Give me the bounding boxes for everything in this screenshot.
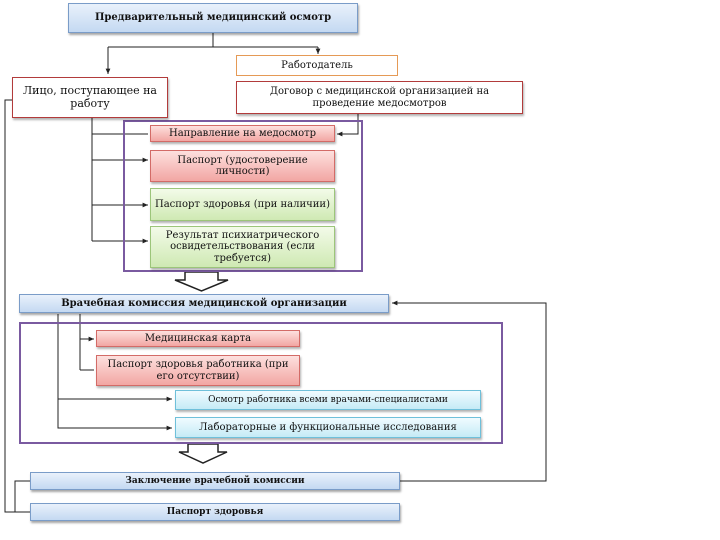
contract-text: Договор с медицинской организацией на пр… bbox=[269, 86, 490, 109]
employer-text: Работодатель bbox=[281, 59, 353, 71]
commission-text: Врачебная комиссия медицинской организац… bbox=[61, 297, 347, 309]
preliminary-exam-text: Предварительный медицинский осмотр bbox=[94, 12, 332, 24]
documents-frame bbox=[123, 120, 363, 272]
exam-frame bbox=[19, 322, 503, 444]
psych-result-box: Результат психиатрического освидетельств… bbox=[150, 226, 335, 268]
passport-box: Паспорт (удостоверение личности) bbox=[150, 150, 335, 182]
commission-box: Врачебная комиссия медицинской организац… bbox=[19, 294, 389, 313]
specialists-exam-text: Осмотр работника всеми врачами-специалис… bbox=[208, 394, 448, 405]
health-passport-if-any-text: Паспорт здоровья (при наличии) bbox=[155, 198, 330, 210]
preliminary-exam-box: Предварительный медицинский осмотр bbox=[68, 3, 358, 33]
health-passport-text: Паспорт здоровья bbox=[166, 506, 264, 517]
medical-card-box: Медицинская карта bbox=[96, 330, 300, 347]
conclusion-box: Заключение врачебной комиссии bbox=[30, 472, 400, 490]
lab-tests-text: Лабораторные и функциональные исследован… bbox=[199, 421, 457, 433]
worker-health-passport-text: Паспорт здоровья работника (при его отсу… bbox=[107, 359, 289, 382]
applicant-box: Лицо, поступающее на работу bbox=[12, 77, 168, 118]
contract-box: Договор с медицинской организацией на пр… bbox=[236, 81, 523, 114]
lab-tests-box: Лабораторные и функциональные исследован… bbox=[175, 417, 481, 438]
worker-health-passport-box: Паспорт здоровья работника (при его отсу… bbox=[96, 355, 300, 386]
health-passport-if-any-box: Паспорт здоровья (при наличии) bbox=[150, 188, 335, 221]
flow-arrow-1 bbox=[174, 271, 229, 292]
specialists-exam-box: Осмотр работника всеми врачами-специалис… bbox=[175, 390, 481, 410]
passport-text: Паспорт (удостоверение личности) bbox=[177, 154, 308, 178]
psych-result-text: Результат психиатрического освидетельств… bbox=[165, 229, 320, 264]
referral-text: Направление на медосмотр bbox=[168, 127, 317, 139]
referral-box: Направление на медосмотр bbox=[150, 125, 335, 142]
flow-arrow-2 bbox=[178, 443, 228, 464]
medical-card-text: Медицинская карта bbox=[144, 332, 252, 344]
employer-box: Работодатель bbox=[236, 55, 398, 76]
applicant-text: Лицо, поступающее на работу bbox=[23, 83, 157, 110]
conclusion-text: Заключение врачебной комиссии bbox=[125, 475, 305, 486]
health-passport-box: Паспорт здоровья bbox=[30, 503, 400, 521]
